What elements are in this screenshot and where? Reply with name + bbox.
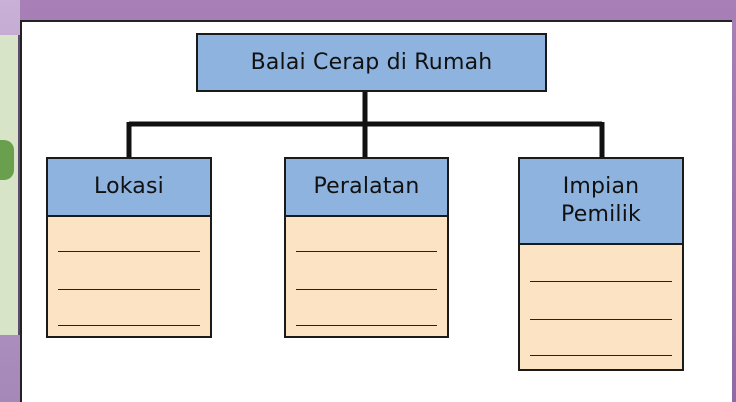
child-node-lokasi-header: Lokasi (46, 157, 212, 217)
blank-line (58, 325, 200, 326)
root-node: Balai Cerap di Rumah (196, 33, 547, 92)
blank-line (296, 325, 437, 326)
blank-line (530, 319, 672, 320)
child-node-lokasi-label: Lokasi (94, 174, 164, 199)
child-node-impian-pemilik-label-line-1: Impian (562, 174, 640, 199)
blank-line (296, 251, 437, 252)
root-node-label: Balai Cerap di Rumah (250, 49, 493, 75)
background-left-window-frame (0, 35, 20, 335)
child-node-impian-pemilik-label-line-2: Pemilik (561, 202, 641, 227)
child-node-peralatan-body (284, 217, 449, 338)
blank-line (58, 251, 200, 252)
child-node-impian-pemilik-body (518, 245, 684, 371)
blank-line (530, 281, 672, 282)
background-left-tree (0, 140, 14, 180)
child-node-lokasi-body (46, 217, 212, 338)
blank-line (58, 289, 200, 290)
child-node-peralatan-header: Peralatan (284, 157, 449, 217)
blank-line (530, 355, 672, 356)
child-node-impian-pemilik-header: Impian Pemilik (518, 157, 684, 245)
blank-line (296, 289, 437, 290)
child-node-peralatan-label: Peralatan (313, 174, 420, 199)
